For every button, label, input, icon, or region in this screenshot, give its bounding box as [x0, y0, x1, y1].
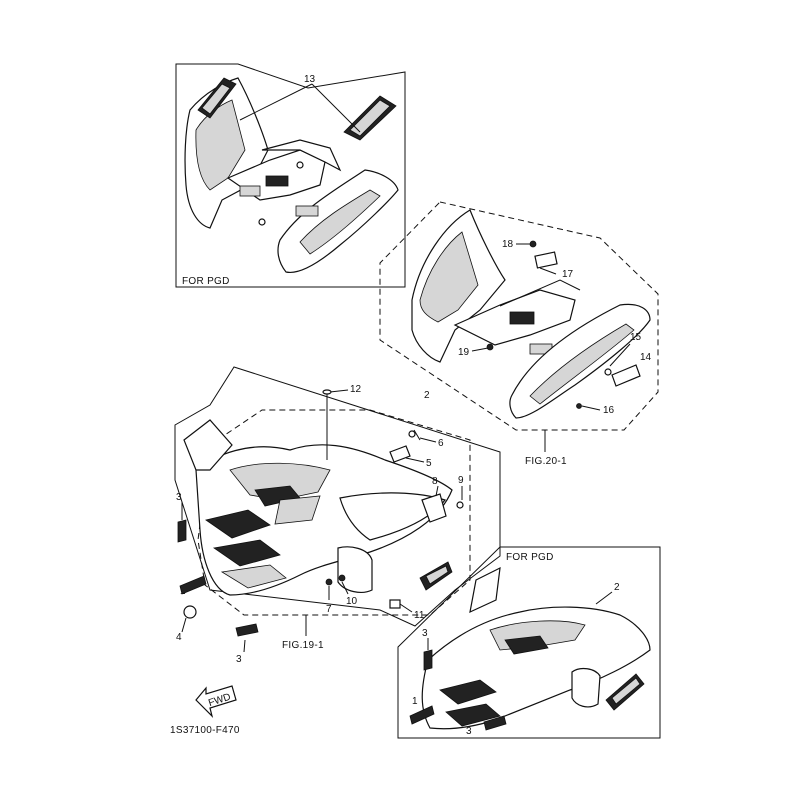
pgd-label-top: FOR PGD [182, 276, 230, 287]
callout-16: 16 [603, 405, 615, 416]
callout-3c: 3 [422, 628, 428, 639]
fig-19-label: FIG.19-1 [282, 640, 324, 651]
callout-15: 15 [630, 332, 642, 343]
callout-2b: 2 [614, 582, 620, 593]
callout-3d: 3 [466, 726, 472, 737]
callout-11: 11 [414, 610, 425, 621]
callout-10: 10 [346, 596, 358, 607]
callout-14: 14 [640, 352, 652, 363]
rear-fender-group: 12 2 6 5 8 9 3 1 4 3 7 10 11 [174, 366, 501, 665]
callout-13: 13 [304, 74, 316, 85]
callout-17: 17 [562, 269, 574, 280]
callout-7: 7 [326, 604, 332, 615]
callout-12: 12 [350, 384, 362, 395]
fig-20-label: FIG.20-1 [525, 456, 567, 467]
fwd-arrow: FWD [195, 685, 237, 718]
callout-2a: 2 [424, 390, 430, 401]
pgd-top-panel: 13 FOR PGD [175, 63, 406, 288]
part-code: 1S37100-F470 [170, 725, 240, 736]
callout-8: 8 [432, 476, 438, 487]
front-fender-group: 18 17 19 15 14 16 FIG.20-1 [379, 201, 659, 467]
callout-4: 4 [176, 632, 182, 643]
pgd-bottom-panel: FOR PGD 2 3 1 3 [397, 546, 661, 739]
callout-3a: 3 [176, 492, 182, 503]
callout-1b: 1 [412, 696, 418, 707]
callout-3b: 3 [236, 654, 242, 665]
pgd-label-bottom: FOR PGD [506, 552, 554, 563]
callout-5: 5 [426, 458, 432, 469]
callout-19: 19 [458, 347, 470, 358]
callout-6: 6 [438, 438, 444, 449]
callout-18: 18 [502, 239, 514, 250]
callout-9: 9 [458, 475, 464, 486]
